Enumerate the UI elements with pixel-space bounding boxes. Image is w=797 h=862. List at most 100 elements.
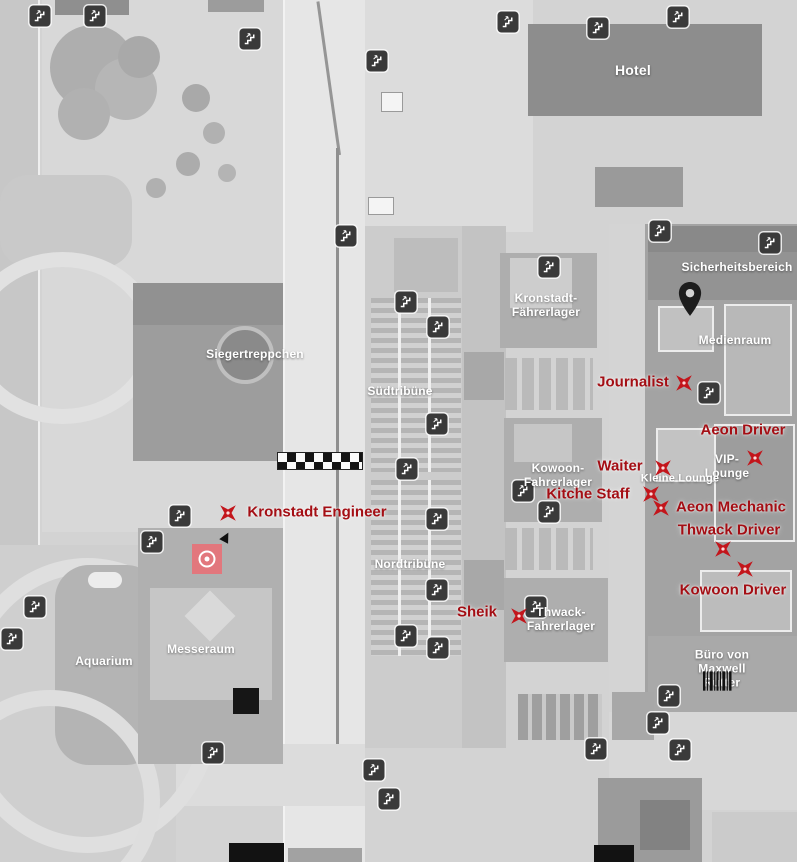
black-kiosk (233, 688, 259, 714)
stairs-icon (649, 220, 671, 242)
stairs-icon (538, 501, 560, 523)
target-star-icon-aeon-mechanic[interactable] (650, 497, 673, 520)
stairs-icon (585, 738, 607, 760)
stairs-icon (141, 531, 163, 553)
bottom-center-block (288, 848, 362, 862)
stairs-icon (427, 637, 449, 659)
stairs-icon (525, 596, 547, 618)
white-box (368, 197, 394, 215)
target-star-icon-journalist[interactable] (673, 372, 696, 395)
stairs-icon (378, 788, 400, 810)
pit-strip (462, 226, 506, 748)
grandstand-gutter (428, 480, 431, 656)
stairs-icon (363, 759, 385, 781)
stairs-icon (395, 291, 417, 313)
place-label-nordtribuene: Nordtribüne (374, 557, 446, 572)
npc-label-aeon-mechanic: Aeon Mechanic (675, 498, 787, 516)
stairs-icon (538, 256, 560, 278)
tree-blob (176, 152, 200, 176)
bottom-right-light (712, 812, 797, 862)
truck-row (518, 694, 602, 740)
place-label-hotel: Hotel (615, 61, 651, 78)
tent-row (505, 528, 593, 570)
tree-blob (58, 88, 110, 140)
white-box (381, 92, 403, 112)
location-pin-icon[interactable] (677, 281, 703, 317)
stairs-icon (512, 480, 534, 502)
npc-label-thwack-driver: Thwack Driver (677, 521, 781, 539)
target-star-icon-thwack-driver[interactable] (712, 538, 735, 561)
building-kowoon-inner (514, 424, 572, 462)
bottom-right-inner (640, 800, 690, 850)
shed (612, 692, 654, 740)
stairs-icon (426, 579, 448, 601)
npc-label-waiter: Waiter (597, 457, 643, 475)
tree-blob (118, 36, 160, 78)
target-star-icon-kronstadt-engineer[interactable] (217, 502, 240, 525)
stairs-icon (658, 685, 680, 707)
place-label-siegertreppchen: Siegertreppchen (206, 347, 304, 362)
npc-label-kowoon-driver: Kowoon Driver (679, 581, 787, 599)
hedge (0, 175, 132, 267)
player-position-marker (192, 544, 222, 574)
race-track (283, 0, 365, 862)
place-label-kronstadt-fahrerlager: Kronstadt- Fährerlager (511, 291, 581, 319)
stairs-icon (426, 508, 448, 530)
place-label-sicherheitsbereich: Sicherheitsbereich (681, 260, 793, 275)
grandstand-gutter (428, 298, 431, 472)
locker-grid (394, 238, 458, 292)
stairs-icon (24, 596, 46, 618)
track-median (336, 148, 339, 454)
target-star-icon-kowoon-driver[interactable] (734, 558, 757, 581)
grandstand-gutter (398, 298, 401, 472)
stairs-icon (427, 316, 449, 338)
place-label-messeraum: Messeraum (167, 642, 235, 657)
stairs-icon (698, 382, 720, 404)
place-label-medienraum: Medienraum (698, 333, 772, 348)
stand-block (464, 352, 504, 400)
place-label-kowoon-fahrerlager: Kowoon- Fahrerlager (523, 461, 593, 489)
stairs-icon (84, 5, 106, 27)
stairs-icon (647, 712, 669, 734)
tree-blob (218, 164, 236, 182)
place-label-vip-lounge: VIP- Lounge (704, 452, 750, 480)
top-building (208, 0, 264, 12)
track-median (336, 470, 339, 746)
building-hotel-annex (595, 167, 683, 207)
npc-label-kitchen-staff: Kitche Staff (546, 485, 630, 503)
stairs-icon (29, 5, 51, 27)
grandstand-gutter (398, 480, 401, 656)
stairs-icon (239, 28, 261, 50)
target-star-icon-waiter[interactable] (652, 457, 675, 480)
aquarium-pool (88, 572, 122, 588)
target-star-icon-aeon-driver[interactable] (744, 447, 767, 470)
stairs-icon (426, 413, 448, 435)
target-star-icon-kitchen-staff[interactable] (640, 483, 663, 506)
stand-block (464, 560, 504, 610)
mid-road (609, 224, 647, 712)
place-label-suedtribuene: Südtribüne (367, 384, 433, 399)
stairs-icon (667, 6, 689, 28)
stairs-icon (396, 458, 418, 480)
npc-label-aeon-driver: Aeon Driver (700, 421, 786, 439)
room-vip-lounge (714, 424, 795, 542)
place-label-aquarium: Aquarium (75, 654, 133, 669)
stairs-icon (366, 50, 388, 72)
stairs-icon (335, 225, 357, 247)
room-media-b (724, 304, 792, 416)
podium-circle (216, 326, 274, 384)
exit-barcode-icon[interactable] (703, 670, 732, 692)
stairs-icon (759, 232, 781, 254)
finish-line-checkered (277, 452, 363, 470)
room-lower (700, 570, 792, 632)
target-star-icon-sheik[interactable] (508, 605, 531, 628)
black-bar (594, 845, 634, 862)
npc-label-sheik: Sheik (456, 603, 498, 621)
player-circle-icon (198, 550, 216, 568)
stairs-icon (1, 628, 23, 650)
building-hotel (528, 24, 762, 116)
player-dot-icon (204, 556, 210, 562)
